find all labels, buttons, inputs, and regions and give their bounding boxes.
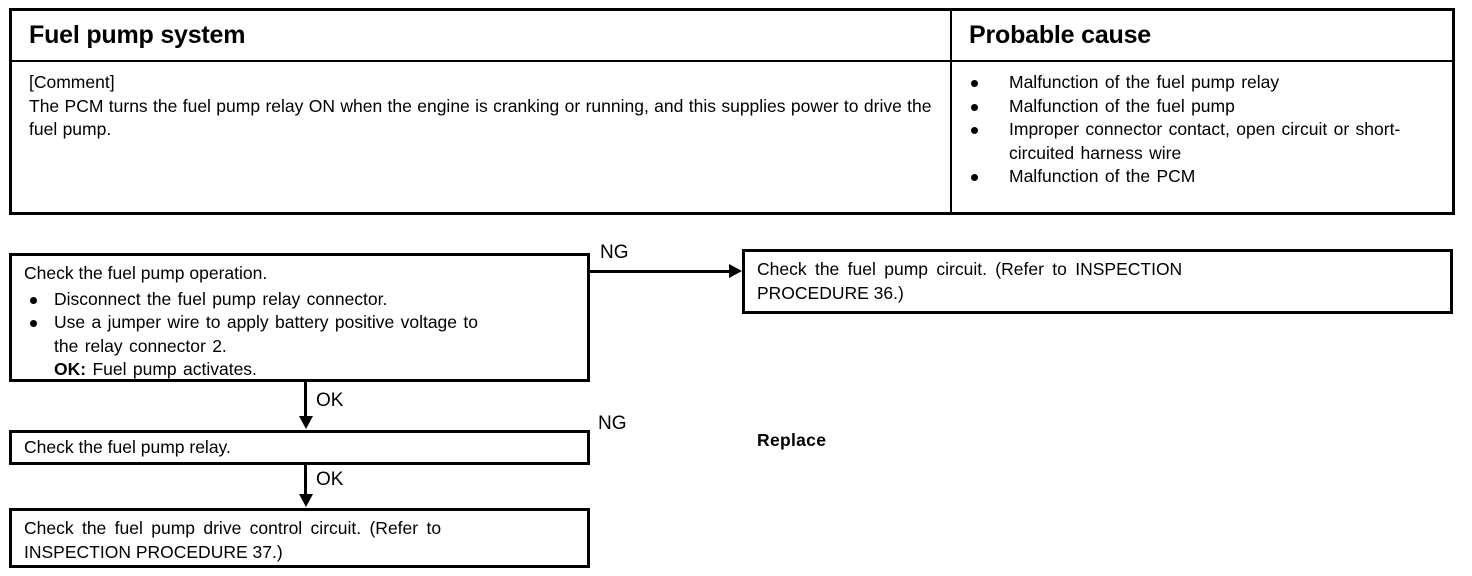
edge-label-ng-2: NG	[598, 413, 627, 434]
box-content: Check the fuel pump drive control circui…	[12, 511, 587, 564]
arrow-right-icon	[729, 264, 742, 278]
replace-label: Replace	[757, 430, 827, 450]
box-text: Check the fuel pump relay.	[24, 437, 231, 457]
step-continuation: the relay connector 2.	[54, 335, 227, 356]
box-text-line2: PROCEDURE 36.)	[757, 282, 904, 303]
cause-text: Malfunction of the fuel pump relay	[1009, 72, 1280, 92]
step-list: Disconnect the fuel pump relay connector…	[24, 288, 579, 335]
spec-table: Fuel pump system Probable cause [Comment…	[9, 8, 1455, 215]
connector-ok-vertical-1	[304, 382, 307, 418]
arrow-down-icon	[299, 416, 313, 429]
flowchart-box-pump-operation: Check the fuel pump operation. Disconnec…	[9, 253, 590, 382]
ok-criteria-result: Fuel pump activates.	[92, 359, 257, 379]
ok-criteria-line: OK: Fuel pump activates.	[24, 358, 579, 382]
arrow-down-icon	[299, 494, 313, 507]
box-text-line1: Check the fuel pump drive control circui…	[24, 518, 442, 538]
connector-ng-horizontal	[590, 270, 729, 273]
box-text-line1: Check the fuel pump circuit. (Refer to I…	[757, 259, 1183, 279]
comment-text: The PCM turns the fuel pump relay ON whe…	[29, 95, 932, 140]
edge-label-ng-1: NG	[600, 242, 629, 263]
edge-label-ok-2: OK	[316, 469, 344, 490]
comment-cell: [Comment] The PCM turns the fuel pump re…	[12, 62, 952, 212]
comment-tag: [Comment]	[29, 72, 115, 92]
cause-text: Improper connector contact, open circuit…	[1009, 119, 1401, 163]
cause-text: Malfunction of the fuel pump	[1009, 95, 1235, 116]
box-content: Check the fuel pump operation. Disconnec…	[12, 256, 587, 382]
bullet-icon	[971, 103, 978, 111]
list-item: Improper connector contact, open circuit…	[969, 118, 1442, 165]
column-header-probable-cause: Probable cause	[969, 21, 1152, 49]
list-item: Malfunction of the PCM	[969, 165, 1442, 189]
probable-cause-list: Malfunction of the fuel pump relay Malfu…	[969, 71, 1442, 189]
step-text: Disconnect the fuel pump relay connector…	[54, 288, 388, 309]
bullet-icon	[30, 296, 37, 304]
flowchart-box-pump-relay: Check the fuel pump relay.	[9, 430, 590, 465]
column-header-fuel-pump-system: Fuel pump system	[12, 11, 952, 60]
box-text-line2: INSPECTION PROCEDURE 37.)	[24, 541, 283, 562]
bullet-icon	[971, 174, 978, 181]
bullet-icon	[971, 80, 978, 87]
bullet-icon	[971, 127, 978, 134]
table-body-row: [Comment] The PCM turns the fuel pump re…	[12, 62, 1452, 212]
ok-criteria-label: OK:	[54, 359, 87, 379]
edge-label-ok-1: OK	[316, 390, 344, 411]
flowchart-box-pump-circuit: Check the fuel pump circuit. (Refer to I…	[742, 249, 1453, 314]
box-content: Check the fuel pump circuit. (Refer to I…	[745, 252, 1450, 305]
list-item: Malfunction of the fuel pump	[969, 95, 1442, 119]
flowchart-box-drive-control: Check the fuel pump drive control circui…	[9, 508, 590, 568]
cause-text: Malfunction of the PCM	[1009, 166, 1196, 186]
bullet-icon	[30, 320, 37, 327]
list-item: Use a jumper wire to apply battery posit…	[24, 311, 579, 335]
probable-cause-cell: Malfunction of the fuel pump relay Malfu…	[952, 62, 1452, 212]
box-content: Check the fuel pump relay.	[12, 433, 587, 460]
step-text: Use a jumper wire to apply battery posit…	[54, 312, 478, 332]
box-title: Check the fuel pump operation.	[24, 263, 268, 283]
table-header-row: Fuel pump system Probable cause	[12, 11, 1452, 62]
list-item: Malfunction of the fuel pump relay	[969, 71, 1442, 95]
list-item: Disconnect the fuel pump relay connector…	[24, 288, 579, 312]
connector-ok-vertical-2	[304, 465, 307, 495]
